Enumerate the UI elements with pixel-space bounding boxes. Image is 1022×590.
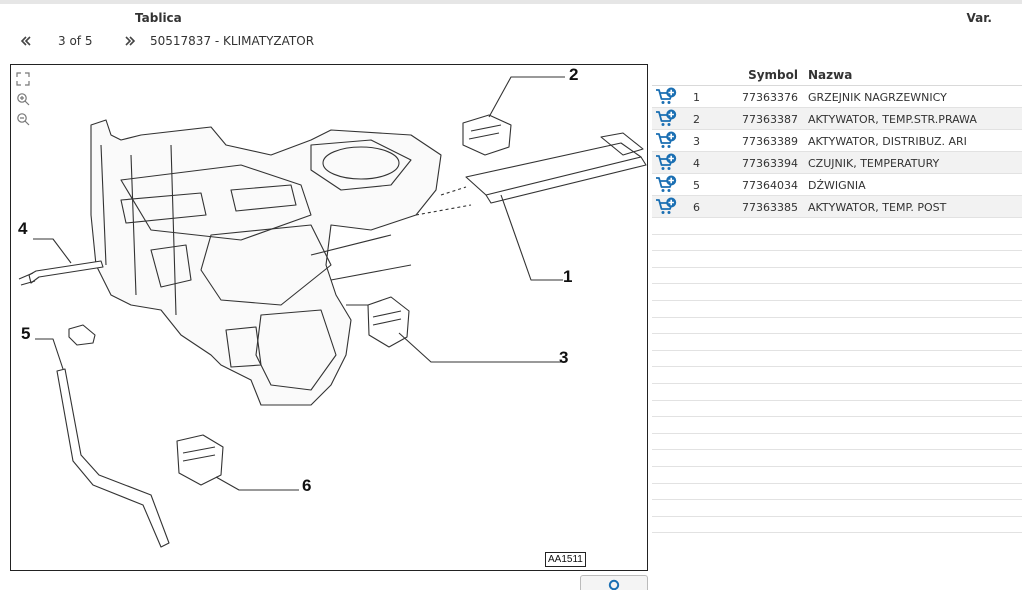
parts-table-header: Symbol Nazwa <box>652 64 1022 86</box>
search-button[interactable] <box>580 575 648 590</box>
empty-row <box>652 350 1022 368</box>
empty-row <box>652 516 1022 534</box>
row-name: AKTYWATOR, TEMP. POST <box>808 201 947 214</box>
row-name: DŹWIGNIA <box>808 179 866 192</box>
empty-row <box>652 218 1022 235</box>
row-symbol: 77363385 <box>742 201 798 214</box>
row-symbol: 77363387 <box>742 113 798 126</box>
part-title: 50517837 - KLIMATYZATOR <box>150 34 315 48</box>
double-chevron-left-icon[interactable] <box>18 33 34 49</box>
var-column-label: Var. <box>966 11 993 25</box>
parts-table: Symbol Nazwa 1 77363376 GRZEJNIK NAGRZEWNI… <box>652 64 1022 534</box>
row-name: GRZEJNIK NAGRZEWNICY <box>808 91 947 104</box>
row-position: 3 <box>693 135 700 148</box>
add-to-cart-icon[interactable] <box>655 109 677 129</box>
empty-row <box>652 234 1022 252</box>
diagram-toolbar <box>15 71 31 127</box>
add-to-cart-icon[interactable] <box>655 153 677 173</box>
empty-row <box>652 367 1022 384</box>
zoom-out-icon[interactable] <box>15 111 31 127</box>
empty-row <box>652 400 1022 418</box>
add-to-cart-icon[interactable] <box>655 197 677 217</box>
empty-row <box>652 300 1022 318</box>
callout-3[interactable]: 3 <box>559 348 569 367</box>
row-symbol: 77364034 <box>742 179 798 192</box>
add-to-cart-icon[interactable] <box>655 131 677 151</box>
empty-row <box>652 450 1022 467</box>
table-row[interactable]: 1 77363376 GRZEJNIK NAGRZEWNICY <box>652 86 1022 108</box>
row-position: 6 <box>693 201 700 214</box>
double-chevron-right-icon[interactable] <box>122 33 138 49</box>
empty-row <box>652 317 1022 335</box>
empty-row <box>652 500 1022 517</box>
empty-row <box>652 334 1022 351</box>
empty-row <box>652 267 1022 285</box>
callout-1[interactable]: 1 <box>563 267 573 286</box>
diagram-reference-code: AA1511 <box>545 552 586 567</box>
diagram-drawing <box>18 76 647 548</box>
row-position: 5 <box>693 179 700 192</box>
empty-row <box>652 284 1022 301</box>
row-position: 4 <box>693 157 700 170</box>
row-name: AKTYWATOR, TEMP.STR.PRAWA <box>808 113 977 126</box>
top-strip <box>0 0 1022 4</box>
callout-5[interactable]: 5 <box>21 324 31 343</box>
table-row[interactable]: 2 77363387 AKTYWATOR, TEMP.STR.PRAWA <box>652 108 1022 130</box>
add-to-cart-icon[interactable] <box>655 87 677 107</box>
table-row[interactable]: 3 77363389 AKTYWATOR, DISTRIBUZ. ARI <box>652 130 1022 152</box>
callout-4[interactable]: 4 <box>18 219 28 238</box>
row-symbol: 77363394 <box>742 157 798 170</box>
empty-row <box>652 251 1022 268</box>
fit-to-screen-icon[interactable] <box>15 71 31 87</box>
zoom-in-icon[interactable] <box>15 91 31 107</box>
empty-row <box>652 383 1022 401</box>
name-column-header: Nazwa <box>808 68 853 82</box>
table-row[interactable]: 4 77363394 CZUJNIK, TEMPERATURY <box>652 152 1022 174</box>
pager-nav: 3 of 5 50517837 - KLIMATYZATOR <box>18 33 314 49</box>
row-position: 1 <box>693 91 700 104</box>
page-title: Tablica <box>135 11 182 25</box>
callout-6[interactable]: 6 <box>302 476 312 495</box>
empty-row <box>652 483 1022 501</box>
exploded-diagram[interactable]: 2 1 3 4 5 6 AA1511 <box>10 64 648 571</box>
pager-text: 3 of 5 <box>58 34 93 48</box>
row-name: AKTYWATOR, DISTRIBUZ. ARI <box>808 135 967 148</box>
empty-row <box>652 417 1022 434</box>
row-position: 2 <box>693 113 700 126</box>
empty-row <box>652 433 1022 451</box>
empty-row <box>652 466 1022 484</box>
search-icon <box>608 579 620 590</box>
callout-2[interactable]: 2 <box>569 65 579 84</box>
table-row[interactable]: 6 77363385 AKTYWATOR, TEMP. POST <box>652 196 1022 218</box>
symbol-column-header: Symbol <box>748 68 798 82</box>
row-symbol: 77363376 <box>742 91 798 104</box>
add-to-cart-icon[interactable] <box>655 175 677 195</box>
table-row[interactable]: 5 77364034 DŹWIGNIA <box>652 174 1022 196</box>
row-name: CZUJNIK, TEMPERATURY <box>808 157 940 170</box>
row-symbol: 77363389 <box>742 135 798 148</box>
